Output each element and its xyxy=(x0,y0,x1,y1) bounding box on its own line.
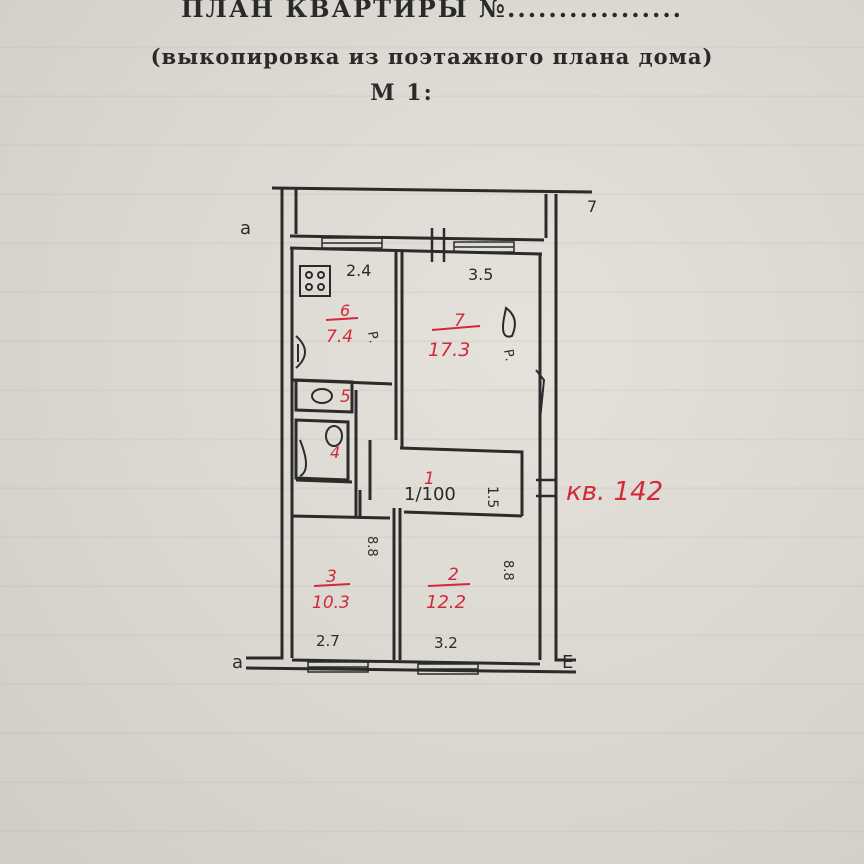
axis-label-bottom-right: Е xyxy=(562,652,573,673)
room-labels: 6 7.4 7 17.3 5 4 1 3 10.3 2 12.2 кв. 142 xyxy=(312,301,663,613)
document-title: ПЛАН КВАРТИРЫ №................. xyxy=(180,0,684,23)
room6-side-note: Р. xyxy=(364,330,381,344)
room-7-area: 17.3 xyxy=(428,339,470,361)
axis-label-bottom-left: а xyxy=(232,652,243,673)
room-6-area: 7.4 xyxy=(326,327,353,347)
windows xyxy=(307,228,556,675)
outer-wall-top xyxy=(271,186,593,194)
scale-label: М 1: xyxy=(370,80,434,106)
apartment-label: кв. 142 xyxy=(566,477,663,507)
outer-wall-bottom xyxy=(245,666,577,674)
room-4-number: 4 xyxy=(330,443,340,462)
toilet-icon xyxy=(325,425,343,447)
axis-markers: 7 а а Е xyxy=(232,197,597,673)
room-3-area: 10.3 xyxy=(312,593,350,613)
room-7-label: 7 17.3 xyxy=(428,311,481,361)
axis-label-top-right: 7 xyxy=(587,197,597,216)
stove-icon xyxy=(299,265,331,297)
room6-height-note: 2.4 xyxy=(346,261,371,280)
room-1-number: 1 xyxy=(424,469,435,489)
room-5-number: 5 xyxy=(340,387,351,407)
bathtub-icon xyxy=(299,439,307,477)
sink-icon xyxy=(295,335,306,369)
dimension-notes: 2.4 Р. 3.5 Р. 1.5 1/100 2.7 8.8 3.2 8.8 xyxy=(316,261,517,652)
axis-label-top-left: а xyxy=(240,218,251,239)
stove-room7-icon xyxy=(502,306,516,338)
room2-height-note: 3.2 xyxy=(434,634,458,652)
room-3-number: 3 xyxy=(326,567,337,587)
room3-height-note: 2.7 xyxy=(316,632,340,650)
room2-side-note: 8.8 xyxy=(500,560,515,581)
room7-height-note: 3.5 xyxy=(468,265,493,284)
inner-wall-top xyxy=(289,246,543,256)
room-6-number: 6 xyxy=(340,301,350,320)
room7-side-note: Р. xyxy=(500,348,517,362)
scale-note: 1/100 xyxy=(404,484,456,505)
outer-wall-right xyxy=(554,194,576,662)
outer-wall-left xyxy=(246,188,284,660)
room3-side-note: 8.8 xyxy=(364,536,379,557)
bathroom-sink-icon xyxy=(311,388,333,404)
floor-plan-walls xyxy=(245,186,593,674)
room-6-label: 6 7.4 xyxy=(325,301,359,347)
room-2-label: 2 12.2 xyxy=(426,565,471,613)
document-subtitle: (выкопировка из поэтажного плана дома) xyxy=(150,44,714,69)
fixtures xyxy=(295,265,546,477)
room-7-number: 7 xyxy=(454,311,465,331)
room-3-label: 3 10.3 xyxy=(312,567,351,613)
room-2-number: 2 xyxy=(448,565,459,585)
hallway-side-note: 1.5 xyxy=(484,486,500,508)
room-2-area: 12.2 xyxy=(426,592,466,613)
wall-hallway xyxy=(399,446,524,516)
